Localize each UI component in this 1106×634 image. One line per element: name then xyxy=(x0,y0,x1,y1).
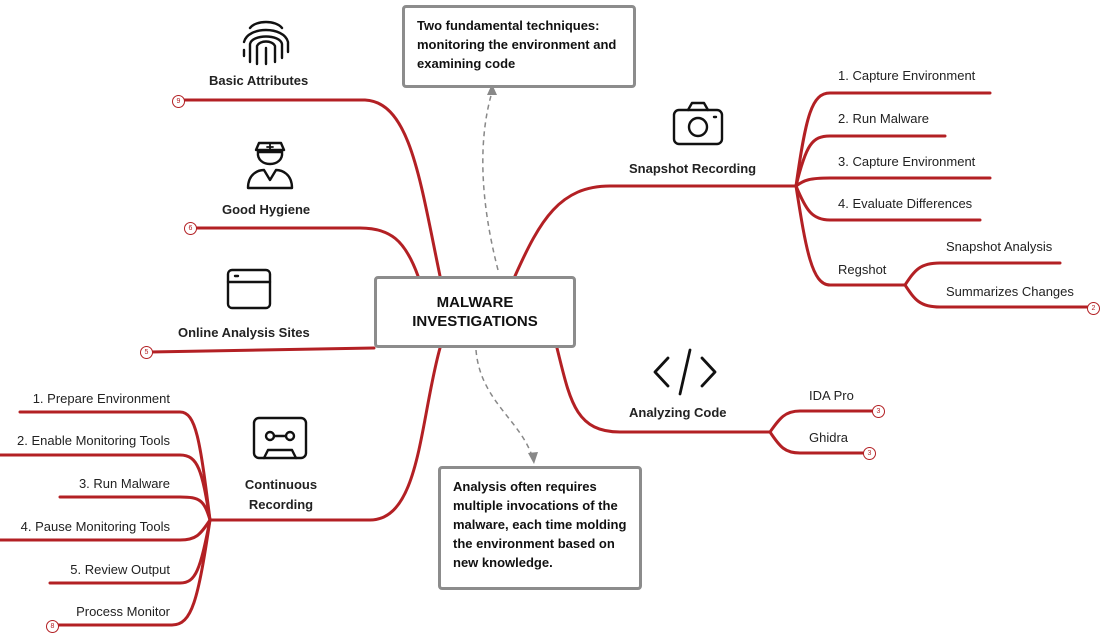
central-topic-title: MALWARE INVESTIGATIONS xyxy=(412,294,538,330)
badge-online-analysis-sites: 5 xyxy=(140,346,153,359)
callout-bottom[interactable]: Analysis often requires multiple invocat… xyxy=(438,466,642,590)
branch-regshot-summarizes xyxy=(903,283,1090,309)
branch-analyzing-code xyxy=(555,346,772,434)
sr-step-2[interactable]: 2. Run Malware xyxy=(838,111,930,126)
branch-cr-step1 xyxy=(18,410,212,522)
badge-good-hygiene: 6 xyxy=(184,222,197,235)
browser-window-icon xyxy=(226,268,272,310)
branch-regshot-analysis xyxy=(903,261,1062,287)
fingerprint-icon xyxy=(242,20,290,66)
branch-sr-step3 xyxy=(794,176,992,188)
topic-analyzing-code[interactable]: Analyzing Code xyxy=(629,405,727,420)
topic-continuous-recording-line1: Continuous xyxy=(244,477,318,492)
branch-sr-step2 xyxy=(794,134,947,188)
cassette-icon xyxy=(252,416,308,460)
topic-basic-attributes[interactable]: Basic Attributes xyxy=(209,73,309,88)
topic-continuous-recording-line2: Recording xyxy=(248,497,314,512)
branch-sr-step4 xyxy=(794,184,982,222)
branch-ac-ghidra xyxy=(768,430,868,455)
sr-step-1[interactable]: 1. Capture Environment xyxy=(838,68,976,83)
topic-online-analysis-sites[interactable]: Online Analysis Sites xyxy=(178,325,310,340)
badge-process-monitor: 8 xyxy=(46,620,59,633)
branch-cr-step3 xyxy=(58,495,212,522)
topic-good-hygiene[interactable]: Good Hygiene xyxy=(222,202,311,217)
badge-ida-pro: 3 xyxy=(872,405,885,418)
branch-snapshot-recording xyxy=(513,184,798,278)
sr-step-4[interactable]: 4. Evaluate Differences xyxy=(838,196,973,211)
cr-step-4[interactable]: 4. Pause Monitoring Tools xyxy=(20,519,170,534)
branch-continuous-recording xyxy=(208,346,442,522)
code-icon xyxy=(653,348,717,396)
branch-online-analysis xyxy=(148,346,376,354)
nurse-icon xyxy=(246,141,294,190)
cr-step-1[interactable]: 1. Prepare Environment xyxy=(32,391,170,406)
cr-step-2[interactable]: 2. Enable Monitoring Tools xyxy=(17,433,170,448)
camera-icon xyxy=(672,101,724,146)
badge-basic-attributes: 9 xyxy=(172,95,185,108)
branch-cr-tool xyxy=(54,518,212,627)
branch-sr-step1 xyxy=(794,91,992,188)
branch-sr-regshot xyxy=(794,184,907,287)
branch-cr-step2 xyxy=(0,453,212,522)
dashed-arrow-up xyxy=(482,91,499,271)
sr-step-3[interactable]: 3. Capture Environment xyxy=(838,154,976,169)
cr-step-3[interactable]: 3. Run Malware xyxy=(78,476,170,491)
cr-step-5[interactable]: 5. Review Output xyxy=(70,562,170,577)
branch-cr-step4 xyxy=(0,518,212,542)
regshot-summarizes-changes[interactable]: Summarizes Changes xyxy=(946,284,1074,299)
callout-bottom-text: Analysis often requires multiple invocat… xyxy=(453,479,627,570)
dashed-arrow-down xyxy=(475,349,533,457)
branch-basic-attributes xyxy=(178,98,442,278)
topic-continuous-recording[interactable]: Continuous Recording xyxy=(236,475,326,515)
regshot-snapshot-analysis[interactable]: Snapshot Analysis xyxy=(946,239,1053,254)
cr-tool-process-monitor[interactable]: Process Monitor xyxy=(76,604,170,619)
callout-top-text: Two fundamental techniques: monitoring t… xyxy=(417,18,617,71)
branch-good-hygiene xyxy=(193,226,420,278)
arrowhead-up xyxy=(487,84,497,95)
ac-tool-ghidra[interactable]: Ghidra xyxy=(809,430,849,445)
topic-snapshot-recording[interactable]: Snapshot Recording xyxy=(629,161,757,176)
badge-regshot: 2 xyxy=(1087,302,1100,315)
sr-regshot[interactable]: Regshot xyxy=(838,262,887,277)
arrowhead-down xyxy=(528,452,538,464)
central-topic-box[interactable]: MALWARE INVESTIGATIONS xyxy=(374,276,576,348)
badge-ghidra: 3 xyxy=(863,447,876,460)
callout-top[interactable]: Two fundamental techniques: monitoring t… xyxy=(402,5,636,88)
ac-tool-ida-pro[interactable]: IDA Pro xyxy=(809,388,854,403)
branch-ac-ida xyxy=(768,409,878,434)
